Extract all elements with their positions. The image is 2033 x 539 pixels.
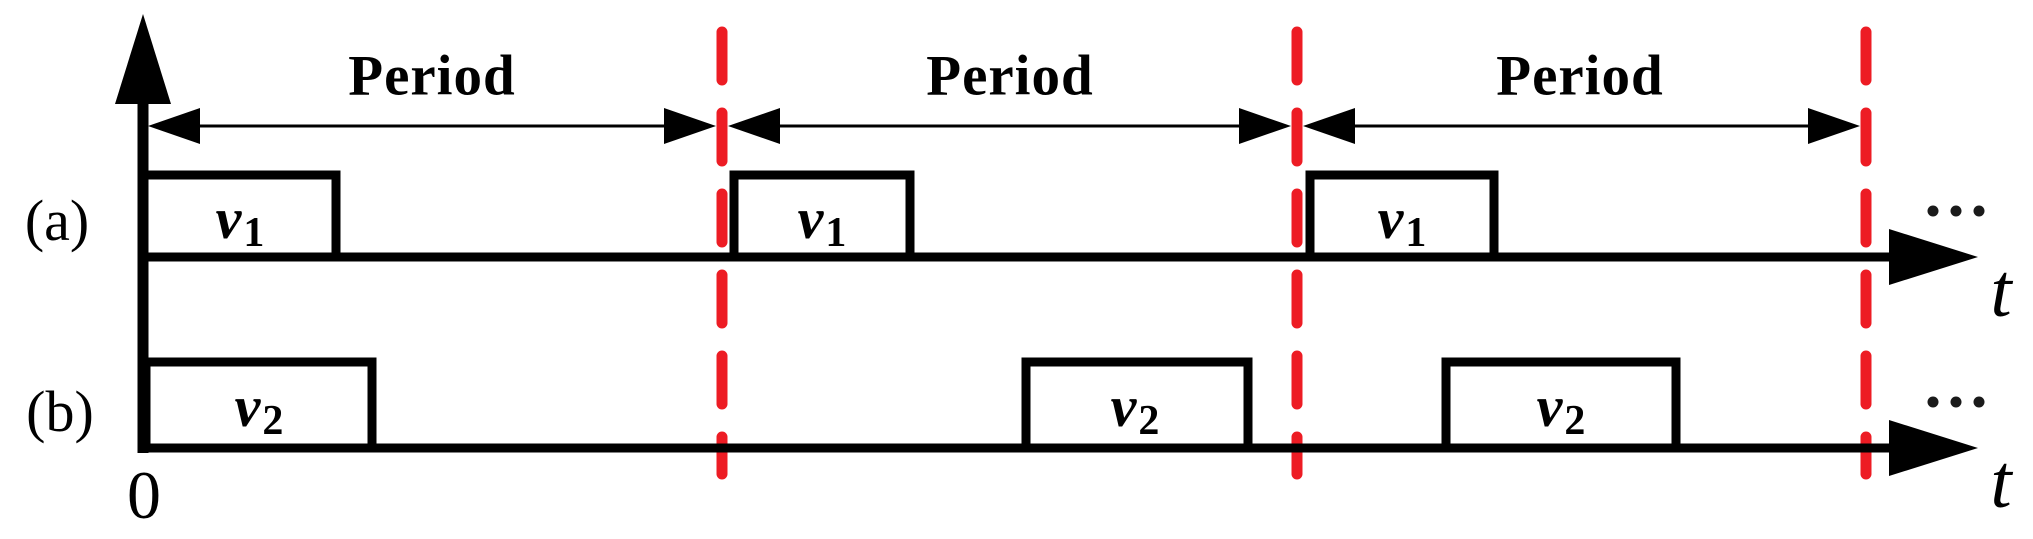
v1-subscript: 1 xyxy=(243,209,265,256)
continuation-dots-icon-a xyxy=(1927,205,1985,217)
pulse-label-v1-2: v1 xyxy=(798,190,847,254)
v1-subscript: 1 xyxy=(825,209,847,256)
dot xyxy=(1927,396,1939,408)
period-arrow-3-right-arrowhead-icon xyxy=(1808,108,1860,144)
value-axis-arrowhead-icon xyxy=(115,14,171,104)
period-arrow-3-left-arrowhead-icon xyxy=(1303,108,1355,144)
continuation-dots-icon-b xyxy=(1927,396,1985,408)
period-arrow-2-left-arrowhead-icon xyxy=(728,108,780,144)
v2-subscript: 2 xyxy=(1138,397,1160,444)
pulse-label-v1-1: v1 xyxy=(216,190,265,254)
v1-base: v xyxy=(215,186,242,252)
dot xyxy=(1973,205,1985,217)
v1-base: v xyxy=(1377,186,1404,252)
pulse-rect-v1-2 xyxy=(729,170,915,262)
period-arrow-2 xyxy=(728,108,1291,144)
period-label-3: Period xyxy=(1496,44,1664,108)
pulse-label-v2-3: v2 xyxy=(1537,378,1586,442)
period-arrow-1-left-arrowhead-icon xyxy=(148,108,200,144)
period-label-2: Period xyxy=(926,44,1094,108)
v2-subscript: 2 xyxy=(1564,397,1586,444)
v1-subscript: 1 xyxy=(1405,209,1427,256)
period-arrow-2-right-arrowhead-icon xyxy=(1239,108,1291,144)
origin-label: 0 xyxy=(127,457,161,533)
timeline-b-arrowhead-icon xyxy=(1889,420,1978,476)
dot xyxy=(1927,205,1939,217)
v2-base: v xyxy=(234,374,261,440)
pulse-label-v2-2: v2 xyxy=(1111,378,1160,442)
period-divider-lines xyxy=(716,26,1872,480)
pulse-rect-v2-3 xyxy=(1441,357,1681,453)
row-b-tag: (b) xyxy=(26,379,94,444)
v2-base: v xyxy=(1536,374,1563,440)
v2-base: v xyxy=(1110,374,1137,440)
time-axis-label-a: t xyxy=(1990,249,2012,333)
period-label-1: Period xyxy=(348,44,516,108)
v2-subscript: 2 xyxy=(262,397,284,444)
v1-base: v xyxy=(797,186,824,252)
time-axis-label-b: t xyxy=(1990,440,2012,524)
period-arrow-3 xyxy=(1303,108,1860,144)
pulse-label-v1-3: v1 xyxy=(1378,190,1427,254)
period-arrow-1-right-arrowhead-icon xyxy=(664,108,716,144)
period-arrow-1 xyxy=(148,108,716,144)
pulse-label-v2-1: v2 xyxy=(235,378,284,442)
pulse-rect-v2-2 xyxy=(1021,357,1253,453)
dot xyxy=(1950,396,1962,408)
row-a-tag: (a) xyxy=(24,188,90,253)
dot xyxy=(1950,205,1962,217)
timeline-a-arrowhead-icon xyxy=(1889,229,1978,285)
v2-pulses xyxy=(141,357,1681,453)
dot xyxy=(1973,396,1985,408)
